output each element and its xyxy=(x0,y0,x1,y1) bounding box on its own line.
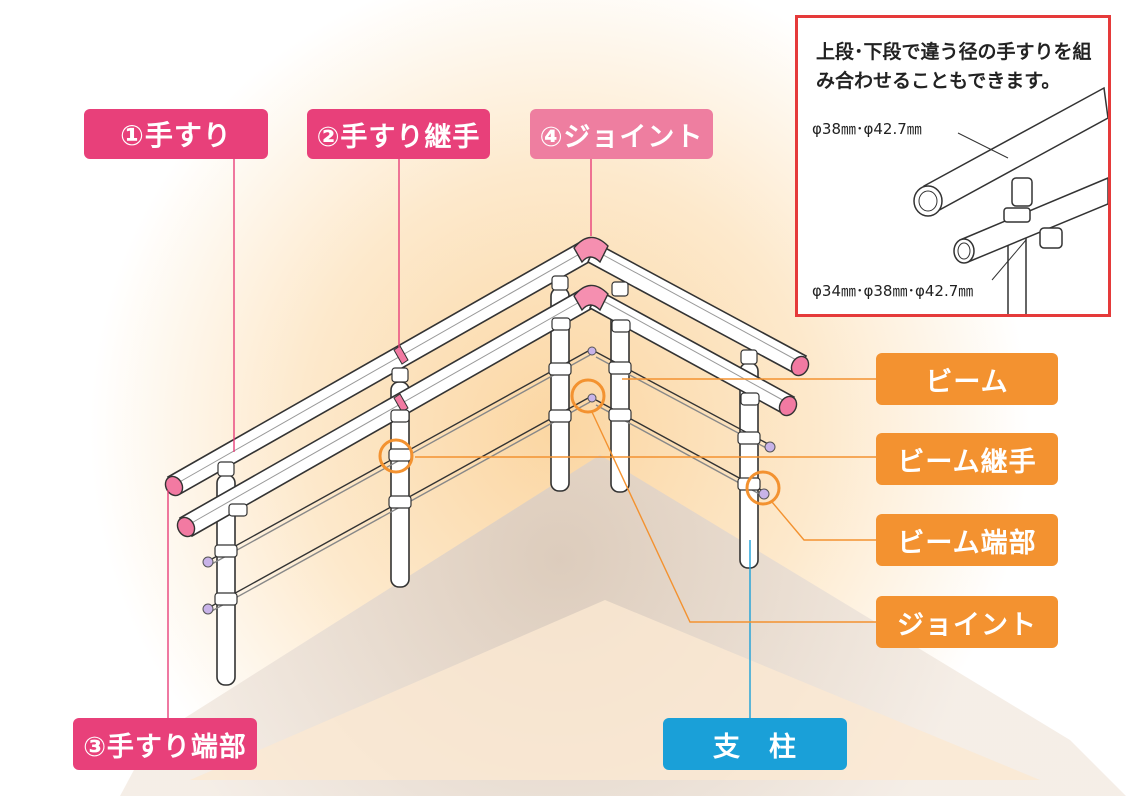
handrail-end-cap xyxy=(778,395,798,417)
handrail-joint-ring xyxy=(393,393,409,413)
leader-lines xyxy=(167,158,878,720)
beam-corner-cap xyxy=(587,346,597,356)
beam-corner-highlight xyxy=(570,378,606,414)
handrail-end-cap xyxy=(790,355,810,377)
label-beam-end: ビーム端部 xyxy=(876,514,1058,566)
inset-bracket xyxy=(1003,207,1031,223)
handrail-shading xyxy=(175,247,801,526)
handrail-end-cap xyxy=(176,516,196,538)
inset-box: 上段･下段で違う径の手すりを組み合わせることもできます。 φ38㎜･φ42.7㎜… xyxy=(795,15,1111,317)
label-handrail: ①手すり xyxy=(84,109,268,159)
leader-beam-end xyxy=(771,501,878,541)
inset-note: 上段･下段で違う径の手すりを組み合わせることもできます。 xyxy=(816,41,1092,92)
label-handrail-end: ③手すり端部 xyxy=(73,718,257,770)
handrail-joint-ring xyxy=(393,345,409,365)
handrail-brackets xyxy=(217,275,760,517)
beam-corner-cap xyxy=(587,393,597,403)
inset-dim-upper: φ38㎜･φ42.7㎜ xyxy=(812,120,922,138)
highlight-circles xyxy=(378,378,781,506)
handrail-joints xyxy=(393,345,409,413)
label-joint: ジョイント xyxy=(876,596,1058,648)
label-post: 支 柱 xyxy=(663,718,847,770)
inset-bracket xyxy=(1039,227,1063,249)
beam-end-cap xyxy=(758,488,770,500)
beam-end-highlight xyxy=(745,470,781,506)
inset-leader-upper xyxy=(957,132,1009,159)
beam-end-cap xyxy=(764,441,776,453)
corner-joints xyxy=(573,236,609,312)
inset-dim-lower: φ34㎜･φ38㎜･φ42.7㎜ xyxy=(812,282,974,300)
beam-joint-highlight xyxy=(378,438,414,474)
beam-end-cap xyxy=(202,556,214,568)
inset-lower-rail xyxy=(959,177,1108,263)
leader-joint xyxy=(591,411,878,623)
inset-lower-rail-end xyxy=(953,238,975,264)
handrail-end-cap xyxy=(164,475,184,497)
label-handrail-joint: ②手すり継手 xyxy=(307,109,490,159)
inset-bracket xyxy=(1011,177,1033,207)
beam-end-cap xyxy=(202,603,214,615)
inset-leader-lower xyxy=(991,239,1027,281)
corner-joint-lower xyxy=(573,284,609,312)
label-beam-joint: ビーム継手 xyxy=(876,433,1058,485)
inset-diagram xyxy=(913,86,1108,314)
label-beam: ビーム xyxy=(876,353,1058,405)
label-joint-top: ④ジョイント xyxy=(530,109,713,159)
handrail-end-caps xyxy=(164,355,810,538)
inset-upper-rail-end xyxy=(913,185,943,217)
corner-joint-upper xyxy=(573,236,609,264)
post xyxy=(610,311,630,493)
